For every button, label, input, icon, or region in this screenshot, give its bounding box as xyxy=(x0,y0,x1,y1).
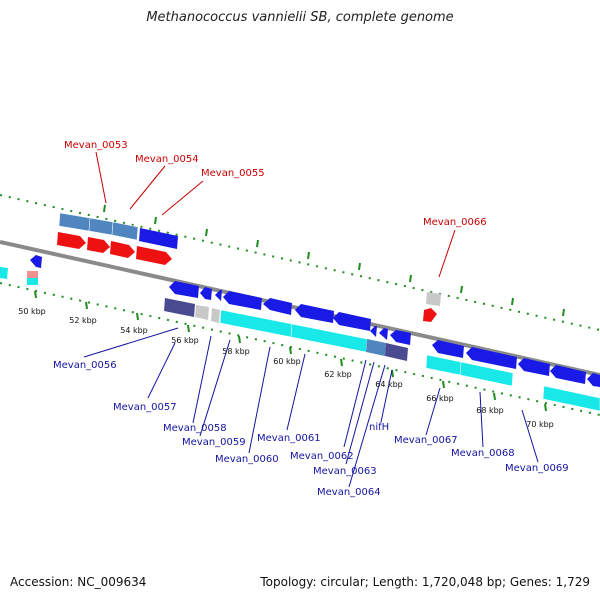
bottom-tick-ring xyxy=(0,282,600,416)
gene-blue[interactable] xyxy=(295,304,334,323)
bottom-gene-labels: Mevan_0056 Mevan_0057 Mevan_0058 Mevan_0… xyxy=(53,360,569,498)
scale-label: 62 kbp xyxy=(324,370,352,379)
gene-red[interactable] xyxy=(110,241,135,258)
top-tick-ring xyxy=(0,194,600,331)
upper-strand-genes xyxy=(57,212,441,322)
scale-label: 50 kbp xyxy=(18,307,46,316)
gene-label[interactable]: Mevan_0062 xyxy=(290,451,354,462)
scale-labels: 50 kbp 52 kbp 54 kbp 56 kbp 58 kbp 60 kb… xyxy=(18,307,554,429)
scale-label: 52 kbp xyxy=(69,316,97,325)
gene-blue[interactable] xyxy=(215,290,222,301)
scale-label: 64 kbp xyxy=(375,380,403,389)
gene-cyan[interactable] xyxy=(0,267,8,279)
gene-grey[interactable] xyxy=(195,305,209,320)
gene-label[interactable]: Mevan_0056 xyxy=(53,360,117,371)
gene-label[interactable]: Mevan_0067 xyxy=(394,435,458,446)
top-label-leaders xyxy=(95,151,456,278)
gene-blue[interactable] xyxy=(333,312,371,331)
gene-blue[interactable] xyxy=(379,328,388,340)
gene-blue[interactable] xyxy=(432,340,464,358)
scale-label: 70 kbp xyxy=(526,420,554,429)
gene-label[interactable]: Mevan_0059 xyxy=(182,437,246,448)
gene-red[interactable] xyxy=(57,232,86,249)
gene-red[interactable] xyxy=(87,237,110,253)
gene-label[interactable]: Mevan_0061 xyxy=(257,433,321,444)
gene-label[interactable]: Mevan_0063 xyxy=(313,466,377,477)
gene-blue[interactable] xyxy=(200,287,212,300)
gene-steel[interactable] xyxy=(88,217,114,236)
genome-title: Methanococcus vannielii SB, complete gen… xyxy=(146,10,454,25)
gene-indigo[interactable] xyxy=(164,298,195,317)
gene-label[interactable]: nifH xyxy=(369,422,389,433)
top-gene-labels: Mevan_0053 Mevan_0054 Mevan_0055 Mevan_0… xyxy=(64,140,487,228)
gene-label[interactable]: Mevan_0058 xyxy=(163,423,227,434)
gene-cyan[interactable] xyxy=(425,354,462,376)
gene-blue[interactable] xyxy=(30,255,42,268)
gene-cyan[interactable] xyxy=(542,385,600,412)
gene-blue[interactable] xyxy=(587,373,600,387)
gene-cyan[interactable] xyxy=(219,309,293,338)
gene-label[interactable]: Mevan_0054 xyxy=(135,154,199,165)
gene-pink[interactable] xyxy=(27,271,38,278)
gene-grey[interactable] xyxy=(211,308,220,323)
bottom-label-leaders xyxy=(83,327,539,488)
gene-steel[interactable] xyxy=(58,212,91,232)
gene-blue[interactable] xyxy=(223,291,262,310)
gene-steel[interactable] xyxy=(111,221,139,241)
gene-blue[interactable] xyxy=(370,326,377,337)
scale-label: 58 kbp xyxy=(222,347,250,356)
scale-label: 60 kbp xyxy=(273,357,301,366)
gene-label[interactable]: Mevan_0069 xyxy=(505,463,569,474)
scale-label: 68 kbp xyxy=(476,406,504,415)
gene-label[interactable]: Mevan_0053 xyxy=(64,140,128,151)
gene-blue[interactable] xyxy=(263,298,292,315)
gene-label[interactable]: Mevan_0060 xyxy=(215,454,279,465)
genome-summary-text: Topology: circular; Length: 1,720,048 bp… xyxy=(260,575,590,589)
lower-strand-genes xyxy=(0,255,600,412)
gene-blue[interactable] xyxy=(390,330,411,345)
gene-label[interactable]: Mevan_0055 xyxy=(201,168,265,179)
gene-red[interactable] xyxy=(423,308,437,322)
gene-label[interactable]: Mevan_0066 xyxy=(423,217,487,228)
gene-blue[interactable] xyxy=(518,358,550,376)
gene-grey[interactable] xyxy=(426,292,441,306)
gene-cyan[interactable] xyxy=(459,361,514,387)
accession-text: Accession: NC_009634 xyxy=(10,575,147,589)
scale-label: 54 kbp xyxy=(120,326,148,335)
gene-label[interactable]: Mevan_0064 xyxy=(317,487,381,498)
gene-red[interactable] xyxy=(136,246,172,265)
gene-label[interactable]: Mevan_0057 xyxy=(113,402,177,413)
gene-steel[interactable] xyxy=(366,339,386,356)
gene-blue[interactable] xyxy=(466,347,517,369)
gene-label[interactable]: Mevan_0068 xyxy=(451,448,515,459)
scale-label: 66 kbp xyxy=(426,394,454,403)
gene-blue[interactable] xyxy=(169,281,199,298)
gene-blue[interactable] xyxy=(550,365,586,384)
gene-cyan[interactable] xyxy=(27,278,38,285)
scale-label: 56 kbp xyxy=(171,336,199,345)
gene-blue[interactable] xyxy=(139,228,178,249)
gene-indigo[interactable] xyxy=(385,343,408,361)
